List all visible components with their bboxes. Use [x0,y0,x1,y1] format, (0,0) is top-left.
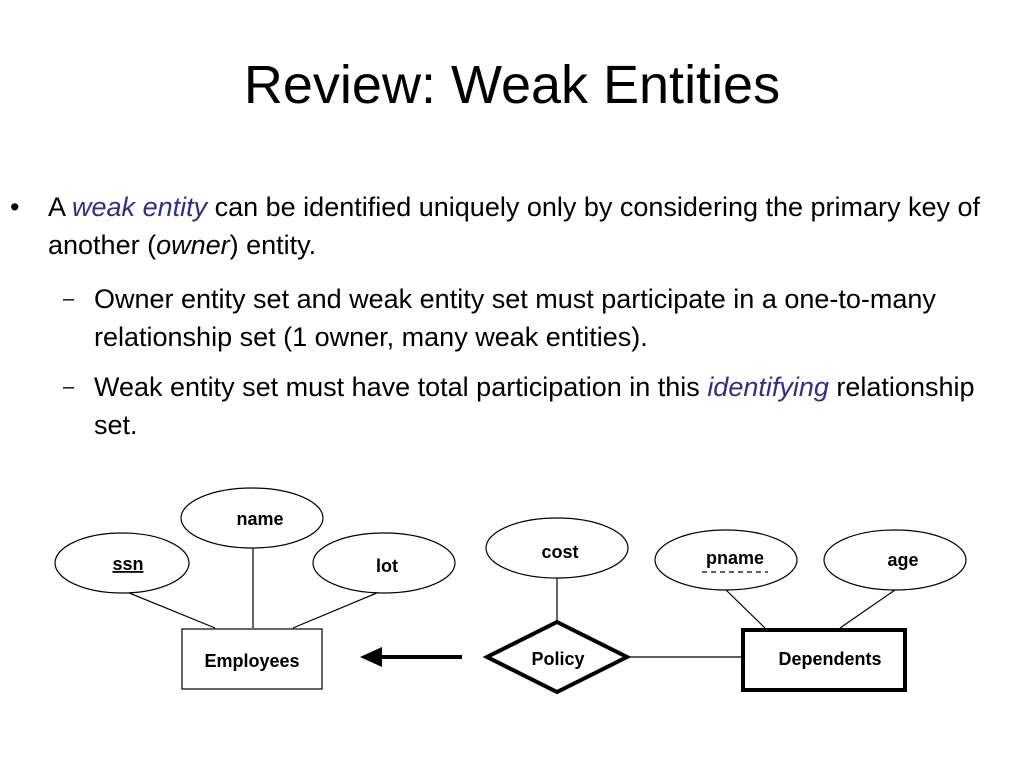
attribute-age [823,529,967,591]
age-connector [839,589,896,629]
name-label: name [236,509,283,529]
sub-bullet-2-after: relationship set. [94,372,975,440]
lot-label: lot [376,556,398,576]
attribute-name [180,487,324,549]
bullet-marker: • [10,192,20,222]
bullet-1-prefix: A [48,192,73,222]
entity-employees [181,628,323,690]
dependents-label: Dependents [778,649,881,669]
cost-label: cost [541,542,578,562]
attribute-lot [312,532,456,594]
weak-entity-dependents [741,628,907,692]
weak-entity-term: weak entity [72,192,208,222]
attribute-ssn [54,532,190,594]
sub-bullet-marker: – [63,376,75,398]
attribute-cost [485,517,629,579]
sub-bullet-2: Weak entity set must have total particip… [94,368,1014,444]
bullet-1: A weak entity can be identified uniquely… [48,188,1018,264]
relationship-policy [482,619,632,695]
arrow-head-icon [360,647,382,667]
policy-label: Policy [531,649,584,669]
pname-connector [725,589,766,629]
age-label: age [887,550,918,570]
employees-label: Employees [204,651,299,671]
lot-connector [292,589,385,629]
ssn-connector [121,589,216,629]
bullet-1-middle: can be identified uniquely only by consi… [48,192,981,260]
owner-term: owner [156,230,230,260]
sub-bullet-2-before: Weak entity set must have total particip… [94,372,708,402]
bullet-1-suffix: ) entity. [229,230,317,260]
ssn-label: ssn [112,554,143,574]
attribute-pname [654,529,798,591]
slide-title: Review: Weak Entities [243,55,781,115]
pname-label: pname [706,548,764,568]
sub-bullet-marker: – [63,288,75,310]
identifying-term: identifying [707,372,829,402]
connector-lines [121,547,896,658]
sub-bullet-1: Owner entity set and weak entity set mus… [94,284,936,352]
